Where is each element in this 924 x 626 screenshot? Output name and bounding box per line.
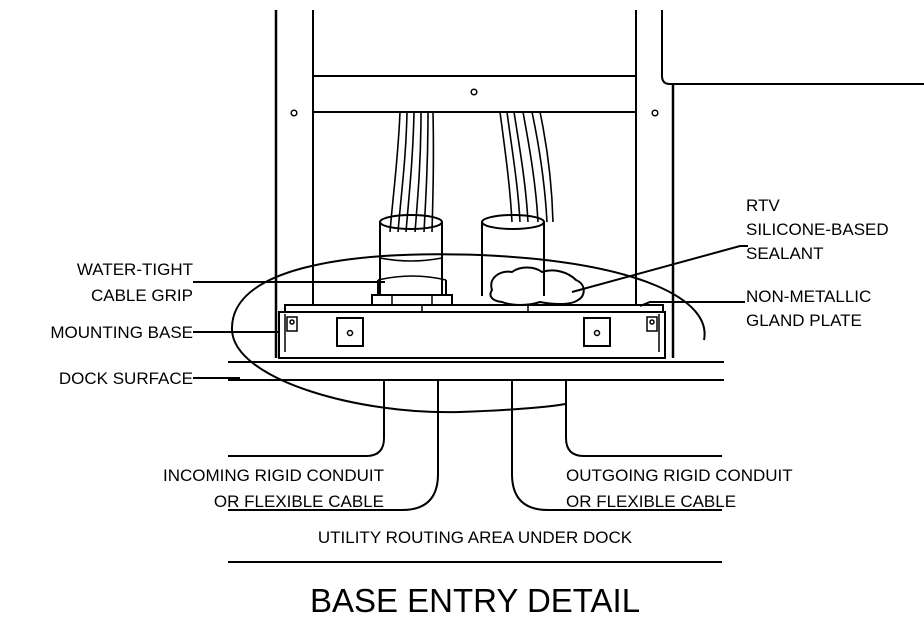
rtv-label-line2: SILICONE-BASED <box>746 220 889 239</box>
dock-surface <box>228 361 724 381</box>
incoming-conduit-under-dock <box>228 380 439 511</box>
rtv-label-line3: SEALANT <box>746 244 823 263</box>
cable-bundle-right <box>499 111 554 223</box>
non-metallic-gland-plate <box>284 304 664 313</box>
mounting-base-label: MOUNTING BASE <box>50 323 193 342</box>
utility-area-label: UTILITY ROUTING AREA UNDER DOCK <box>318 528 633 547</box>
left-bolt-hole <box>290 109 298 117</box>
right-bolt-hole <box>651 109 659 117</box>
mounting-base <box>278 311 666 359</box>
dock-surface-label: DOCK SURFACE <box>59 369 193 388</box>
gland-plate-label-line1: NON-METALLIC <box>746 287 871 306</box>
cabinet-frame <box>274 10 924 358</box>
outgoing-conduit-label-line2: OR FLEXIBLE CABLE <box>566 492 736 511</box>
diagram-title: BASE ENTRY DETAIL <box>310 582 640 619</box>
incoming-conduit-label-line1: INCOMING RIGID CONDUIT <box>163 466 384 485</box>
detail-callout-arc <box>230 253 706 414</box>
leader-lines <box>193 245 748 379</box>
cable-grip-label-line1: WATER-TIGHT <box>77 260 193 279</box>
cable-grip-label-line2: CABLE GRIP <box>91 286 193 305</box>
incoming-conduit-label-line2: OR FLEXIBLE CABLE <box>214 492 384 511</box>
outgoing-conduit-under-dock <box>511 380 722 511</box>
cable-bundle-left <box>389 111 435 233</box>
crossbar-bolt-hole <box>470 88 478 96</box>
gland-plate-label-line2: GLAND PLATE <box>746 311 862 330</box>
left-conduit <box>379 214 443 296</box>
rtv-sealant-blob <box>489 266 585 306</box>
rtv-label-line1: RTV <box>746 196 780 215</box>
outgoing-conduit-label-line1: OUTGOING RIGID CONDUIT <box>566 466 793 485</box>
water-tight-cable-grip <box>371 275 453 306</box>
